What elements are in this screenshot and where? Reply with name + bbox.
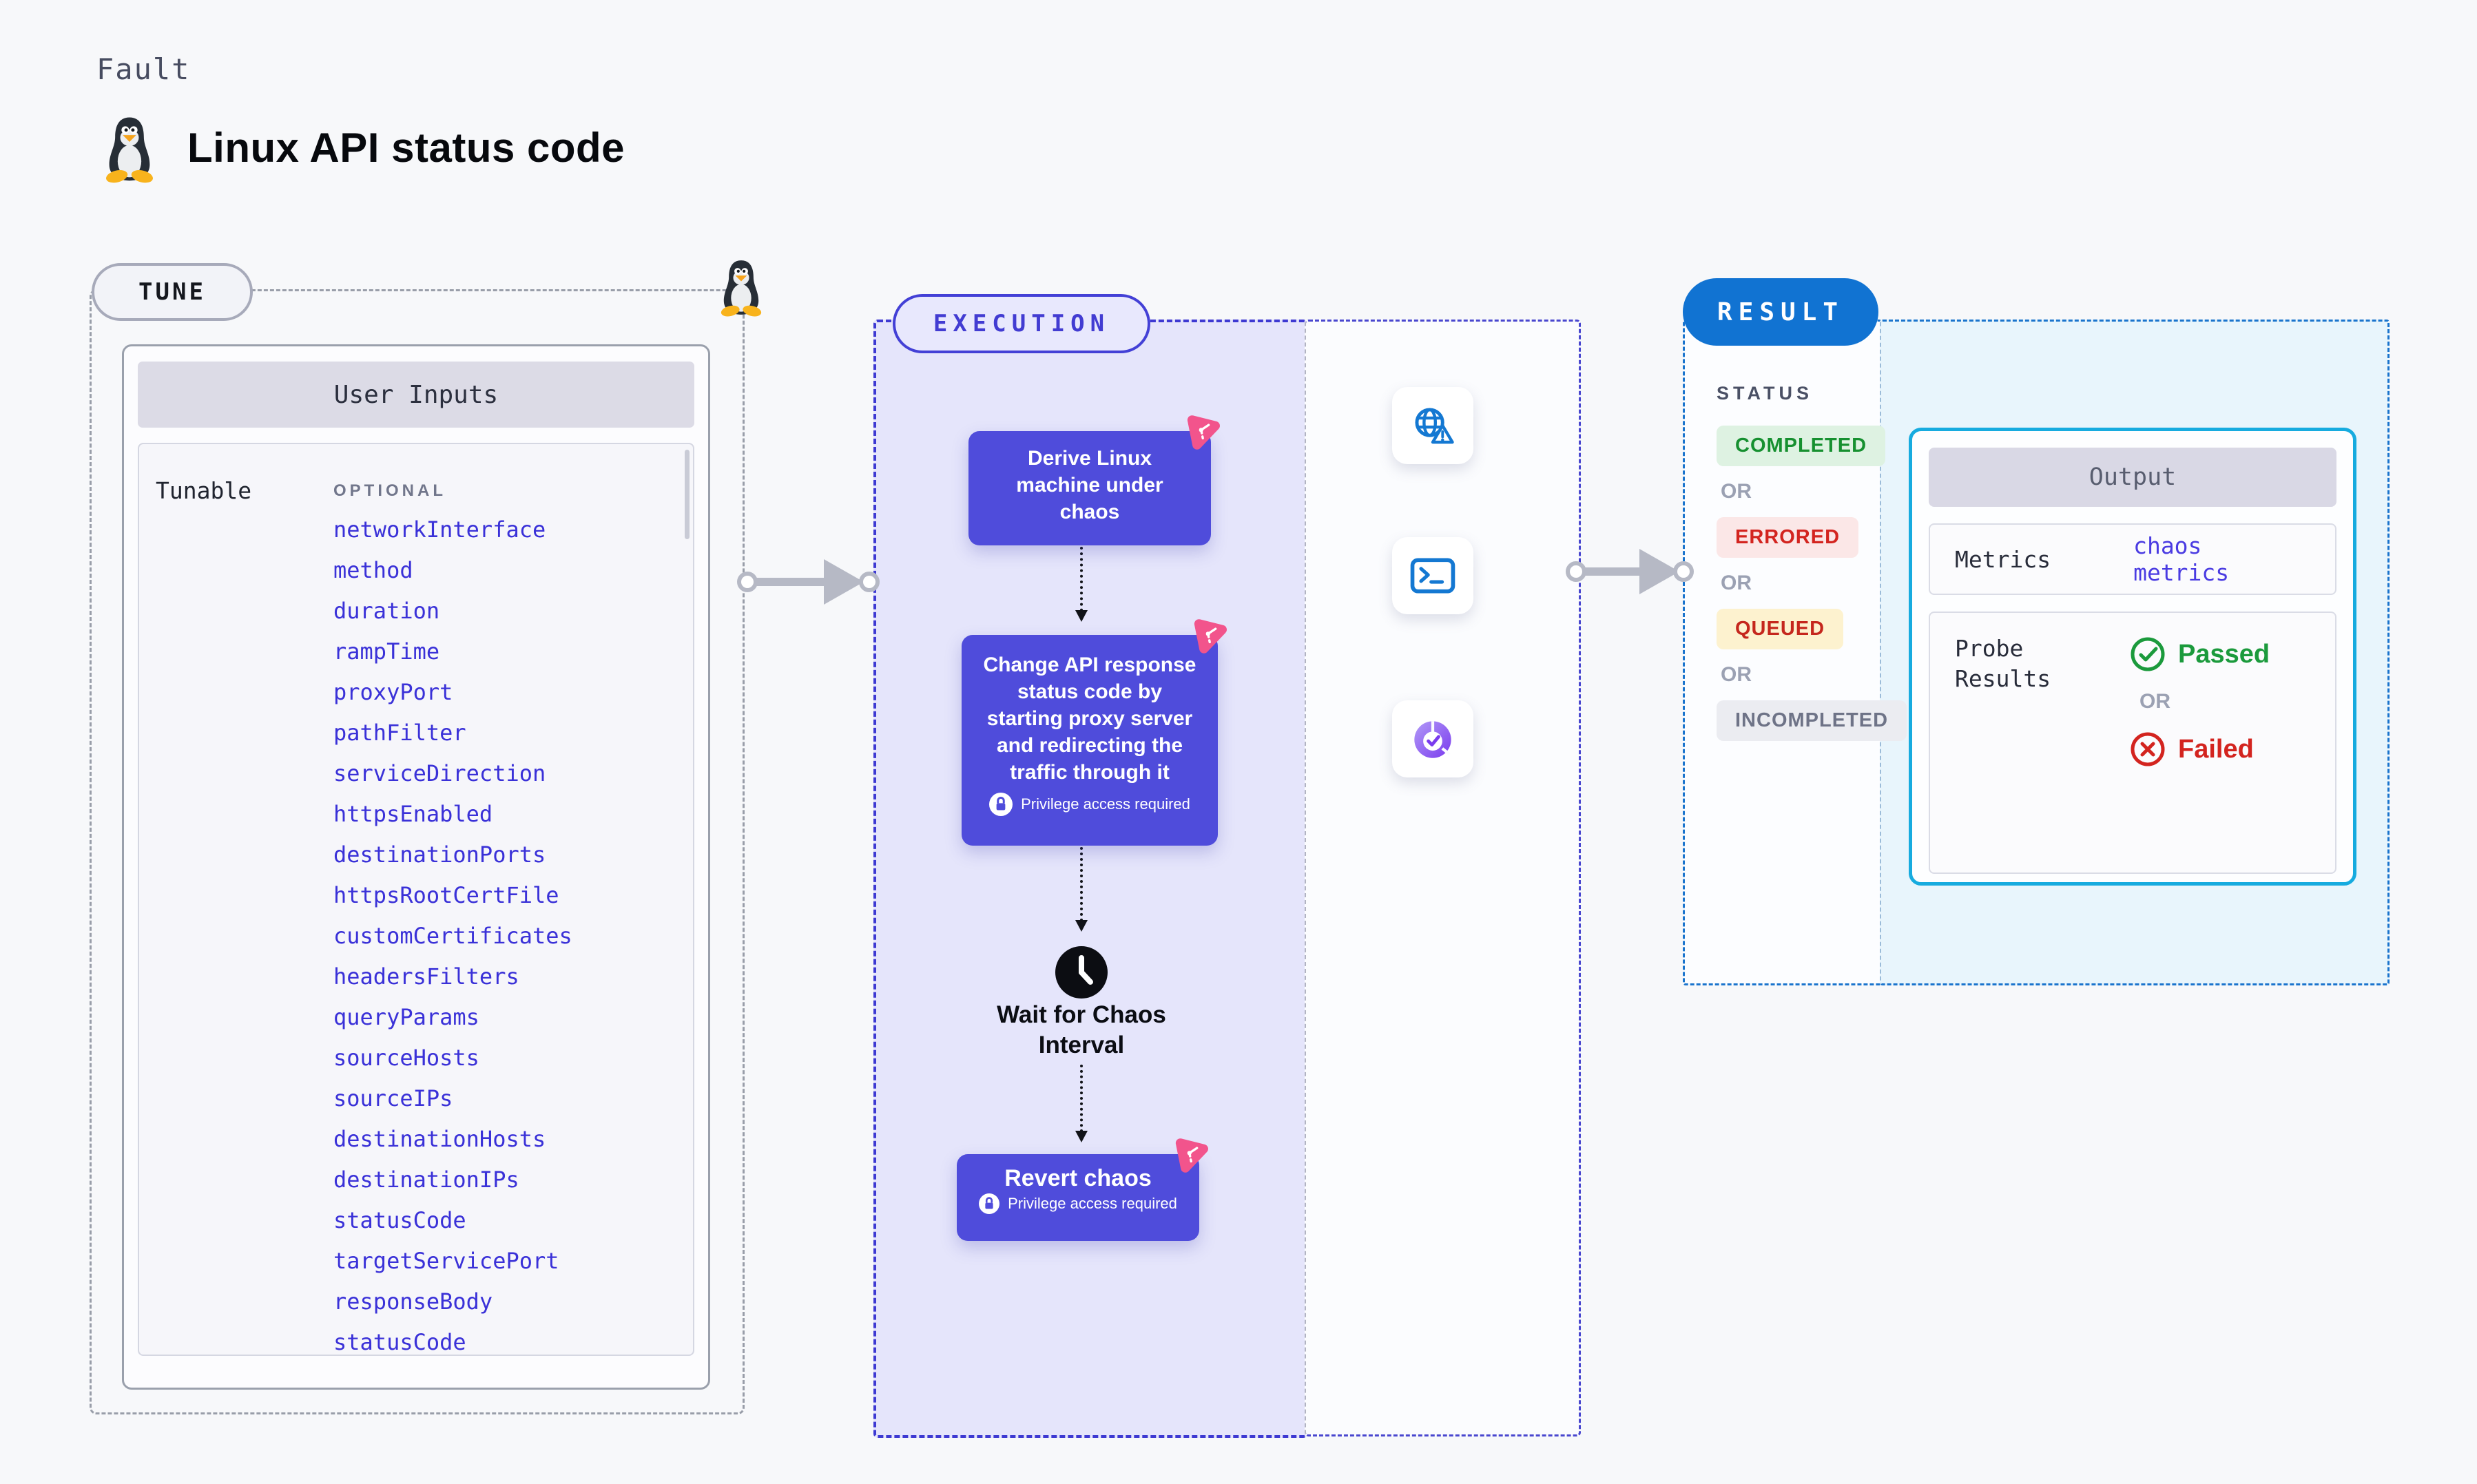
slo-gauge-icon [1414, 721, 1451, 758]
or-separator: OR [2139, 690, 2170, 713]
tunable-param-link[interactable]: customCertificates [333, 923, 572, 949]
command-probe-card [1392, 537, 1473, 614]
clock-icon [1055, 946, 1108, 999]
or-separator: OR [1721, 480, 1752, 503]
user-inputs-panel: User Inputs Tunable OPTIONAL networkInte… [122, 344, 710, 1390]
flow-connector-3 [1075, 1065, 1088, 1142]
output-title: Output [1929, 448, 2336, 507]
step-revert-chaos: Revert chaos Privilege access required [957, 1154, 1199, 1241]
tunable-row-label: Tunable [156, 477, 252, 504]
tunable-param-link[interactable]: destinationPorts [333, 842, 546, 868]
tunable-param-link[interactable]: responseBody [333, 1288, 493, 1315]
verdict-failed: Failed [2130, 731, 2270, 767]
tunable-param-link[interactable]: httpsEnabled [333, 801, 493, 827]
tunable-param-link[interactable]: rampTime [333, 638, 440, 665]
wait-for-chaos-interval-label: Wait for Chaos Interval [997, 1001, 1166, 1058]
passed-label: Passed [2178, 639, 2270, 669]
tunable-param-link[interactable]: method [333, 557, 413, 583]
step-derive-machine: Derive Linux machine under chaos [968, 431, 1211, 545]
tunable-param-link[interactable]: sourceHosts [333, 1045, 479, 1071]
tunable-param-list: networkInterface method duration rampTime pr… [333, 517, 572, 1355]
tunable-param-link[interactable]: statusCode [333, 1329, 466, 1355]
flow-connector-2 [1075, 847, 1088, 932]
chaos-badge-icon [1189, 617, 1229, 656]
x-circle-icon [2131, 732, 2165, 766]
privilege-note: Privilege access required [957, 1193, 1199, 1214]
privilege-note-text: Privilege access required [1021, 795, 1190, 813]
optional-column-label: OPTIONAL [333, 481, 446, 500]
or-separator: OR [1721, 572, 1752, 594]
failed-label: Failed [2178, 734, 2254, 764]
tune-to-execution-arrow [737, 559, 880, 605]
globe-alert-icon [1415, 408, 1454, 444]
step-change-status-code-text: Change API response status code by start… [983, 654, 1196, 784]
page-title: Linux API status code [187, 125, 625, 171]
tunables-table: Tunable OPTIONAL networkInterface method d… [138, 443, 694, 1356]
scrollbar-thumb[interactable] [685, 450, 690, 539]
execution-label: EXECUTION [893, 294, 1150, 353]
srm-slo-probe-card [1392, 700, 1473, 777]
step-revert-chaos-text: Revert chaos [1004, 1165, 1152, 1191]
output-card: Output Metrics chaos metrics Probe Resul… [1909, 428, 2356, 886]
status-badge-errored: ERRORED [1717, 517, 1859, 558]
http-probe-card [1392, 387, 1473, 464]
tunable-param-link[interactable]: networkInterface [333, 516, 546, 543]
privilege-note-text: Privilege access required [1008, 1195, 1177, 1212]
user-inputs-title: User Inputs [138, 362, 694, 428]
tunable-param-link[interactable]: queryParams [333, 1004, 479, 1030]
tunable-param-link[interactable]: duration [333, 598, 440, 624]
status-badge-queued: QUEUED [1717, 609, 1844, 649]
tux-penguin-icon-small [720, 260, 763, 317]
tune-label: TUNE [92, 263, 253, 321]
probe-results-row: Probe Results Passed OR Failed [1929, 612, 2336, 874]
tunable-param-link[interactable]: sourceIPs [333, 1085, 453, 1111]
tunable-param-link[interactable]: pathFilter [333, 720, 466, 746]
check-circle-icon [2131, 637, 2165, 671]
flow-connector-1 [1075, 547, 1088, 622]
tunable-param-link[interactable]: statusCode [333, 1207, 466, 1233]
status-badge-incompleted: INCOMPLETED [1717, 700, 1907, 741]
step-change-status-code: Change API response status code by start… [962, 635, 1218, 846]
verdict-passed: Passed [2130, 636, 2270, 672]
status-heading: STATUS [1717, 383, 1813, 404]
lock-icon [979, 1193, 1000, 1214]
tunable-param-link[interactable]: httpsRootCertFile [333, 882, 559, 908]
tunable-param-link[interactable]: serviceDirection [333, 760, 546, 786]
tunable-param-link[interactable]: targetServicePort [333, 1248, 559, 1274]
privilege-note: Privilege access required [962, 793, 1218, 816]
tunable-param-link[interactable]: proxyPort [333, 679, 453, 705]
tunable-param-link[interactable]: headersFilters [333, 963, 519, 990]
result-label: RESULT [1683, 278, 1878, 346]
lock-icon [989, 793, 1013, 816]
status-list: COMPLETED OR ERRORED OR QUEUED OR INCOMP… [1717, 426, 1907, 741]
step-derive-machine-text: Derive Linux machine under chaos [1016, 447, 1163, 523]
probes-section [1305, 320, 1581, 1436]
or-separator: OR [1721, 663, 1752, 686]
fault-eyebrow: Fault [96, 52, 191, 86]
chaos-metrics-link[interactable]: chaos metrics [2133, 532, 2230, 586]
tunable-param-link[interactable]: destinationIPs [333, 1167, 519, 1193]
chaos-badge-icon [1170, 1136, 1210, 1175]
chaos-badge-icon [1182, 413, 1222, 452]
probes-to-result-arrow [1566, 549, 1694, 594]
tune-section [90, 289, 745, 1414]
tux-penguin-icon [105, 117, 154, 183]
tunable-param-link[interactable]: destinationHosts [333, 1126, 546, 1152]
probe-results-label: Probe Results [1955, 635, 2051, 692]
terminal-icon [1410, 558, 1455, 594]
status-badge-completed: COMPLETED [1717, 426, 1886, 466]
metrics-label: Metrics [1955, 545, 2051, 573]
metrics-row: Metrics chaos metrics [1929, 523, 2336, 595]
